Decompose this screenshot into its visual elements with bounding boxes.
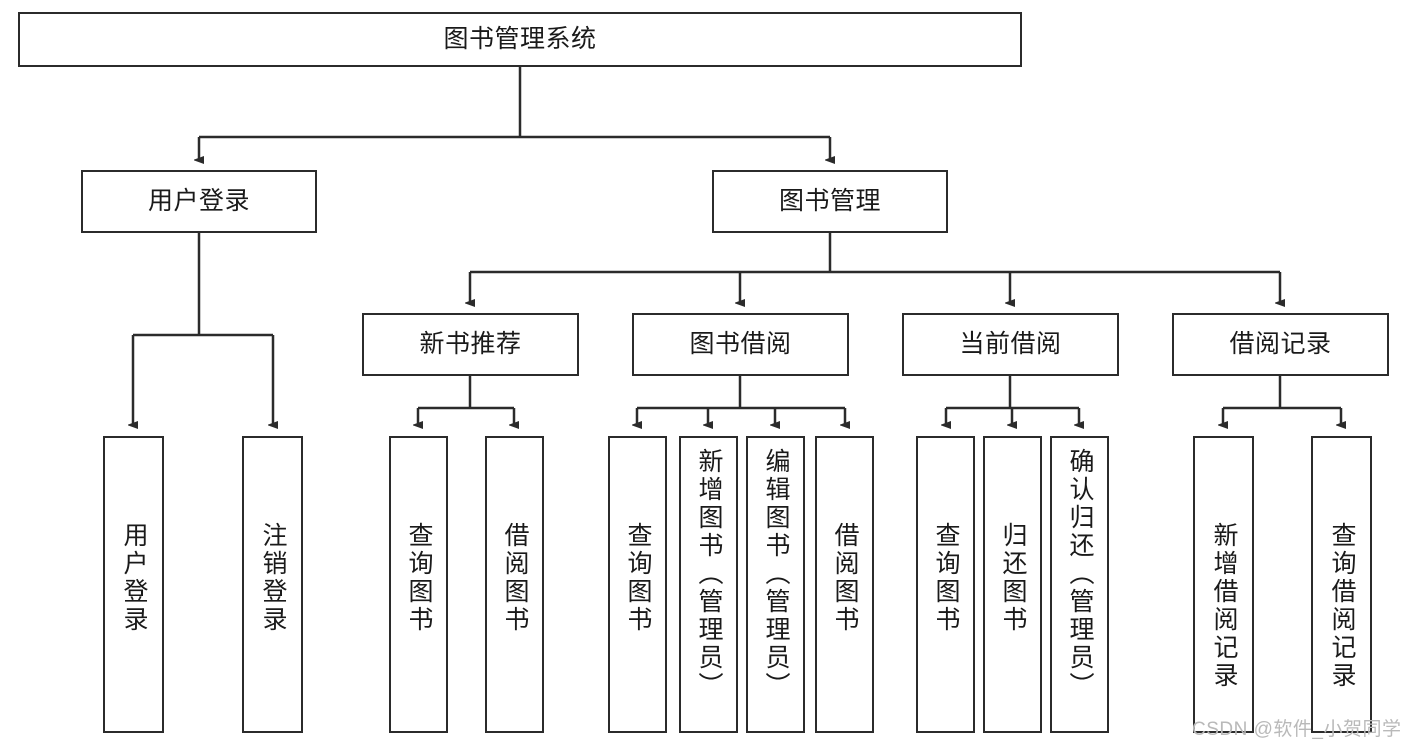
leaf-query-book-borrow[interactable]: 查询图书 <box>608 436 667 733</box>
node-borrow-records[interactable]: 借阅记录 <box>1172 313 1389 376</box>
node-label: 图书借阅 <box>689 329 792 358</box>
leaf-borrow-book[interactable]: 借阅图书 <box>815 436 874 733</box>
leaf-edit-book-admin[interactable]: 编辑图书（管理员） <box>746 436 805 733</box>
node-current-borrow[interactable]: 当前借阅 <box>902 313 1119 376</box>
node-label: 借阅图书 <box>831 522 859 634</box>
node-label: 归还图书 <box>999 522 1027 634</box>
leaf-add-book-admin[interactable]: 新增图书（管理员） <box>679 436 738 733</box>
node-label: 查询借阅记录 <box>1328 522 1356 690</box>
leaf-return-book[interactable]: 归还图书 <box>983 436 1042 733</box>
node-label: 用户登录 <box>120 522 148 634</box>
csdn-watermark: CSDN @软件_小贺同学 <box>1192 719 1402 740</box>
node-new-book-recommend[interactable]: 新书推荐 <box>362 313 579 376</box>
leaf-query-book-current[interactable]: 查询图书 <box>916 436 975 733</box>
node-label: 借阅图书 <box>501 522 529 634</box>
leaf-query-borrow-record[interactable]: 查询借阅记录 <box>1311 436 1372 733</box>
node-label: 借阅记录 <box>1229 329 1332 358</box>
leaf-add-borrow-record[interactable]: 新增借阅记录 <box>1193 436 1254 733</box>
node-label: 当前借阅 <box>959 329 1062 358</box>
node-label: 查询图书 <box>624 522 652 634</box>
leaf-user-login[interactable]: 用户登录 <box>103 436 164 733</box>
leaf-query-book-recommend[interactable]: 查询图书 <box>389 436 448 733</box>
node-label: 查询图书 <box>932 522 960 634</box>
node-book-management[interactable]: 图书管理 <box>712 170 948 233</box>
node-label: 图书管理 <box>778 186 881 215</box>
leaf-borrow-book-recommend[interactable]: 借阅图书 <box>485 436 544 733</box>
node-root[interactable]: 图书管理系统 <box>18 12 1022 67</box>
node-label: 编辑图书（管理员） <box>762 448 790 700</box>
node-label: 查询图书 <box>405 522 433 634</box>
node-label: 用户登录 <box>147 186 250 215</box>
leaf-logout[interactable]: 注销登录 <box>242 436 303 733</box>
node-user-login[interactable]: 用户登录 <box>81 170 317 233</box>
node-book-borrow[interactable]: 图书借阅 <box>632 313 849 376</box>
leaf-confirm-return-admin[interactable]: 确认归还（管理员） <box>1050 436 1109 733</box>
node-label: 注销登录 <box>259 522 287 634</box>
node-label: 新书推荐 <box>419 329 522 358</box>
node-label: 图书管理系统 <box>443 24 597 53</box>
node-label: 确认归还（管理员） <box>1066 448 1094 700</box>
node-label: 新增借阅记录 <box>1210 522 1238 690</box>
node-label: 新增图书（管理员） <box>695 448 723 700</box>
